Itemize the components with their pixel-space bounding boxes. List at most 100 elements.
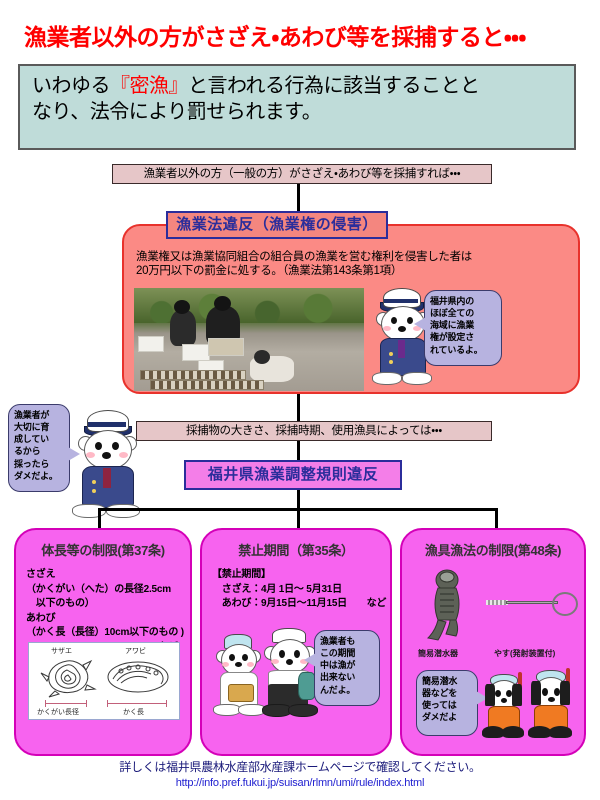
mascot-face	[221, 644, 257, 676]
mascot-flipper	[288, 704, 318, 717]
photo-shell-row	[150, 380, 264, 390]
mascot-eye	[506, 690, 512, 697]
bubble-line: 漁業者が	[14, 410, 50, 420]
connector-panel-to-banner2	[297, 394, 300, 422]
lead-statement-box: いわゆる『密漁』と言われる行為に該当することと なり、法令により罰せられます。	[18, 64, 576, 150]
mascot-nose	[286, 659, 293, 665]
mascot-eye	[229, 654, 235, 661]
size-line: 以下のもの）	[26, 598, 95, 609]
mascot-eye	[95, 442, 102, 450]
mascot-cheek	[383, 326, 391, 331]
mascot-cheek	[247, 662, 254, 667]
connector-rule-down	[297, 490, 300, 510]
mascot-hood	[560, 681, 570, 705]
diver-apparatus-illustration	[426, 569, 460, 641]
photo-crate-shells	[208, 338, 244, 356]
mascot-flipper	[402, 372, 432, 385]
lead-line-2: なり、法令により罰せられます。	[32, 100, 322, 123]
photo-person-head	[174, 300, 190, 314]
mascot-hood	[512, 684, 522, 706]
photo-crate	[182, 344, 210, 361]
photo-person-head	[214, 296, 231, 311]
bubble-tail	[68, 447, 80, 461]
mascot-eye	[495, 690, 501, 697]
mascot-fisher-right	[262, 628, 320, 726]
box-gear-title: 漁具漁法の制限(第48条)	[424, 543, 562, 558]
mascot-eye	[294, 650, 300, 658]
mascot-diver-right	[528, 668, 578, 742]
mascot-flipper	[372, 372, 402, 385]
mascot-cheek	[119, 452, 128, 458]
mascot-hat	[87, 410, 129, 432]
figure-label-awabi: アワビ	[125, 648, 146, 655]
box-size-title: 体長等の制限(第37条)	[41, 543, 165, 558]
connector-to-gear-box	[495, 508, 498, 530]
footer-url[interactable]: http://info.pref.fukui.jp/suisan/rlmn/um…	[175, 777, 425, 789]
connector-banner2-to-rule	[297, 441, 300, 461]
bubble-tail	[414, 317, 426, 331]
fishery-law-violation-panel: 漁業権又は漁業協同組合の組合員の漁業を営む権利を侵害した者は 20万円以下の罰金…	[122, 224, 580, 394]
speech-bubble-closed-season: 漁業者も この期間 中は漁が 出来ない んだよ。	[304, 630, 380, 706]
bubble-line: 採ったら	[14, 458, 50, 469]
period-line: あわび：9月15日～11月15日 など	[212, 598, 387, 609]
flow-banner-size-season-gear: 採捕物の大きさ、採捕時期、使用漁具によっては・・・	[136, 421, 492, 441]
spear-shaft	[506, 601, 558, 604]
mascot-hood	[531, 681, 541, 705]
mascot-eye	[554, 688, 560, 696]
label-simple-diving-gear: 簡易潜水器	[418, 649, 458, 658]
awabi-dimension-label: かく長	[123, 709, 144, 716]
flow-banner-general-public: 漁業者以外の方（一般の方）がさざえ・あわび等を採捕すれば・・・	[112, 164, 492, 184]
sazae-dimension-label: かくがい長径	[37, 709, 79, 716]
mascot-flipper	[213, 704, 241, 716]
speech-bubble-do-not-take: 漁業者が 大切に育 成してい るから 採ったら ダメだよ。	[8, 404, 80, 492]
bubble-line: ダメだよ。	[14, 470, 58, 481]
photo-person-body	[170, 310, 196, 346]
bubble-line: 器などを	[422, 688, 458, 699]
mascot-fisher-left	[213, 634, 266, 726]
law-penalty-line-2: 20万円以下の罰金に処する。（漁業法第143条第1項）	[136, 265, 403, 277]
mascot-hood	[485, 684, 495, 706]
lead-text-a: いわゆる	[32, 75, 111, 97]
box-gear-restriction: 漁具漁法の制限(第48条) 簡易潜水器 やす(発射装置付) 簡易潜水 器などを …	[400, 528, 586, 756]
mascot-basket	[228, 684, 254, 702]
mascot-flipper	[72, 504, 106, 518]
bubble-line: この期間	[320, 648, 356, 659]
sazae-dimension-line	[45, 700, 87, 707]
box-prohibited-period: 禁止期間（第35条） 【禁止期間】 さざえ：4月 1日～ 5月31日 あわび：9…	[200, 528, 392, 756]
mascot-fin	[528, 726, 551, 738]
figure-label-sazae: サザエ	[51, 648, 72, 655]
box-size-restriction: 体長等の制限(第37条) さざえ （かくがい（へた）の長径2.5cm 以下のもの…	[14, 528, 192, 756]
connector-banner1-to-law	[297, 184, 300, 212]
mascot-hat-band	[88, 422, 126, 427]
speech-bubble-fishing-rights: 福井県内の ほぼ全ての 海域に漁業 権が設定さ れているよ。	[414, 290, 502, 366]
shell-measurement-figure: サザエ アワビ かくがい長径	[28, 642, 180, 720]
mascot-face	[270, 639, 310, 674]
photo-crate	[138, 336, 164, 352]
sazae-illustration	[40, 659, 97, 698]
mascot-cheek	[222, 662, 229, 667]
bubble-line: ダメだよ	[422, 712, 457, 723]
law-penalty-line-1: 漁業権又は漁業協同組合の組合員の漁業を営む権利を侵害した者は	[136, 251, 472, 263]
mascot-fin	[482, 726, 504, 738]
bubble-line: 中は漁が	[320, 660, 356, 671]
mascot-nose	[102, 452, 111, 459]
mascot-nose	[398, 326, 406, 332]
spear-tip	[486, 600, 508, 605]
connector-to-period-box	[297, 508, 300, 530]
heading-prefectural-rule-violation: 福井県漁業調整規則違反	[184, 460, 402, 490]
bubble-tail	[304, 653, 316, 667]
mascot-button	[389, 360, 393, 364]
period-line: 【禁止期間】	[212, 569, 271, 580]
mascot-eye	[242, 654, 248, 661]
size-line: （かくがい（へた）の長径2.5cm	[26, 583, 171, 595]
page-title: 漁業者以外の方がさざえ・あわび等を採捕すると・・・	[24, 24, 526, 50]
spear-launcher-loop	[552, 592, 578, 616]
mascot-eye	[542, 688, 548, 696]
bubble-line: 成してい	[14, 434, 49, 445]
heading-fishery-law-violation: 漁業法違反（漁業権の侵害）	[166, 211, 388, 239]
mascot-nose	[501, 698, 507, 703]
bubble-line: 海域に漁業	[430, 320, 475, 331]
mascot-fin	[549, 726, 572, 738]
bubble-line: 簡易潜水	[422, 676, 458, 686]
